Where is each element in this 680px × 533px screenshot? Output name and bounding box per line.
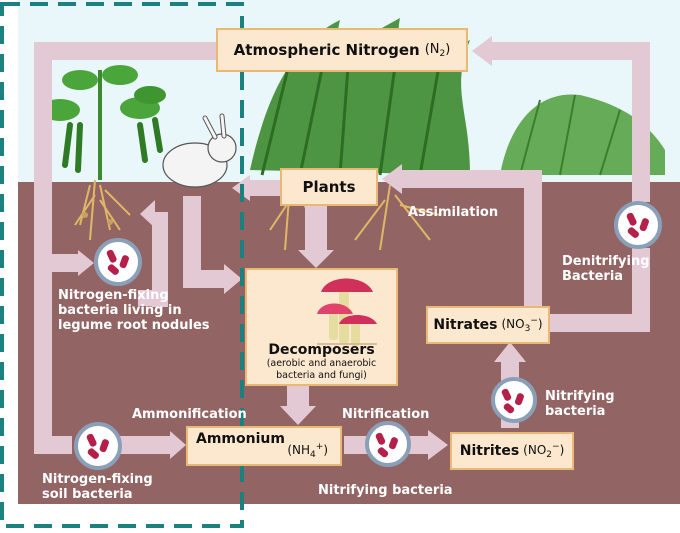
- nitrifying-bacteria-top-label: Nitrifying bacteria: [545, 389, 615, 419]
- ammonium-formula: (NH4+): [287, 442, 328, 460]
- ammonium-label: Ammonium: [196, 431, 285, 447]
- soil-bacteria-icon: [74, 422, 122, 470]
- rabbit-illustration: [162, 113, 237, 188]
- ammonium-box: Ammonium (NH4+): [186, 426, 342, 466]
- legume-bacteria-label: Nitrogen-fixing bacteria living in legum…: [58, 288, 210, 333]
- atmospheric-nitrogen-box: Atmospheric Nitrogen (N2): [216, 28, 468, 72]
- atmospheric-nitrogen-label: Atmospheric Nitrogen: [233, 41, 420, 59]
- nitrites-label: Nitrites: [459, 443, 520, 459]
- plants-box: Plants: [280, 168, 378, 206]
- assimilation-label: Assimilation: [408, 205, 499, 220]
- nitrifying-bacteria-bottom-label: Nitrifying bacteria: [318, 483, 453, 498]
- selection-dashed-outline: [0, 2, 244, 528]
- denitrifying-label: Denitrifying Bacteria: [562, 254, 650, 284]
- legume-bacteria-icon: [94, 238, 142, 286]
- decomposers-note-line2: bacteria and fungi): [276, 370, 367, 381]
- nitrification-label: Nitrification: [342, 407, 430, 422]
- nitrates-box: Nitrates (NO3−): [426, 306, 550, 344]
- nitrites-box: Nitrites (NO2−): [450, 432, 574, 470]
- nitrification-bacteria-icon: [365, 421, 411, 467]
- mushroom-illustration: [317, 278, 377, 346]
- denitrifying-bacteria-icon: [614, 201, 662, 249]
- ammonification-label: Ammonification: [132, 407, 247, 422]
- decomposers-note-line1: (aerobic and anaerobic: [266, 358, 377, 369]
- nitrites-formula: (NO2−): [523, 442, 565, 460]
- nitrates-formula: (NO3−): [501, 316, 543, 334]
- nitrates-label: Nitrates: [433, 317, 498, 333]
- soil-bacteria-label: Nitrogen-fixing soil bacteria: [42, 472, 153, 502]
- decomposers-box: Decomposers (aerobic and anaerobic bacte…: [245, 268, 398, 386]
- plants-label: Plants: [302, 178, 356, 196]
- nitrifying-bacteria-icon: [491, 377, 537, 423]
- legume-plant-illustration: [40, 65, 166, 231]
- decomposers-label: Decomposers: [268, 342, 375, 358]
- atmospheric-nitrogen-formula: (N2): [424, 41, 451, 59]
